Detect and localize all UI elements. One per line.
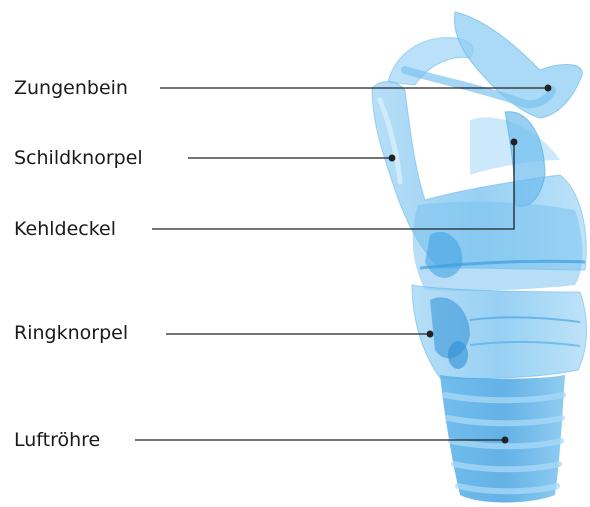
leader-dot-thyroid xyxy=(389,155,395,161)
hyoid-bone xyxy=(388,12,582,118)
leader-dot-hyoid xyxy=(545,85,551,91)
leader-dot-trachea xyxy=(502,437,508,443)
label-trachea: Luftröhre xyxy=(14,429,100,451)
label-thyroid-cartilage: Schildknorpel xyxy=(14,147,143,169)
label-epiglottis: Kehldeckel xyxy=(14,218,116,240)
label-hyoid: Zungenbein xyxy=(14,77,128,99)
label-cricoid-cartilage: Ringknorpel xyxy=(14,322,128,344)
leader-dot-cricoid xyxy=(427,331,433,337)
larynx-middle xyxy=(413,202,585,291)
leader-dot-epiglottis xyxy=(511,139,517,145)
cricoid-cartilage xyxy=(412,285,587,379)
